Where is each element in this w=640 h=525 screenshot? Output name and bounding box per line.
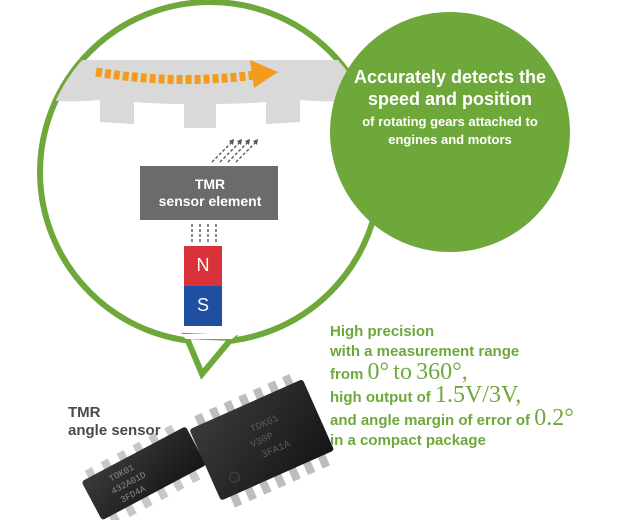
spec-line-6: in a compact package [330, 432, 486, 449]
feature-circle [330, 12, 570, 252]
magnet-south [184, 286, 222, 326]
magnet-south-label: S [196, 295, 209, 315]
spec-line-3: from 0° to 360°, [330, 359, 574, 385]
spec-output-label: high output of [330, 389, 435, 406]
feature-subtext: of rotating gears attached to engines an… [362, 114, 538, 147]
spec-line-4: high output of 1.5V/3V, [330, 382, 574, 408]
tmr-sensor-element-label: TMR sensor element [146, 176, 274, 210]
spec-from-label: from [330, 366, 368, 383]
error-value: 0.2° [534, 405, 574, 431]
chip-small: TOK01 432A01D 3FD4A [82, 424, 206, 525]
field-lines-lower [191, 224, 217, 242]
rotation-arrow-head [250, 60, 278, 88]
magnet-north [184, 246, 222, 286]
feature-headline: Accurately detects the speed and positio… [353, 67, 547, 109]
range-to-label: to [393, 359, 412, 385]
range-end-value: 360°, [416, 359, 468, 385]
spec-list: High precision with a measurement range … [330, 322, 574, 451]
tmr-element-text: TMR sensor element [158, 176, 262, 209]
product-label: TMR angle sensor [68, 404, 161, 440]
feature-circle-text: Accurately detects the speed and positio… [352, 66, 548, 149]
product-label-line2: angle sensor [68, 422, 161, 439]
chip-large: TDK01 V30P 3FA1A [190, 373, 334, 508]
gear [40, 60, 380, 128]
product-label-line1: TMR [68, 404, 101, 421]
spec-error-label: and angle margin of error of [330, 412, 535, 429]
rotation-arrow [95, 67, 263, 85]
spec-line-2: with a measurement range [330, 343, 520, 360]
output-value: 1.5V/3V, [434, 382, 522, 408]
spec-line-1: High precision [330, 323, 435, 340]
tmr-sensor-element [140, 166, 278, 220]
magnet-north-label: N [196, 255, 210, 275]
field-arrow-heads [229, 139, 258, 145]
spec-line-5: and angle margin of error of 0.2° [330, 405, 574, 431]
range-start-value: 0° [367, 359, 390, 385]
